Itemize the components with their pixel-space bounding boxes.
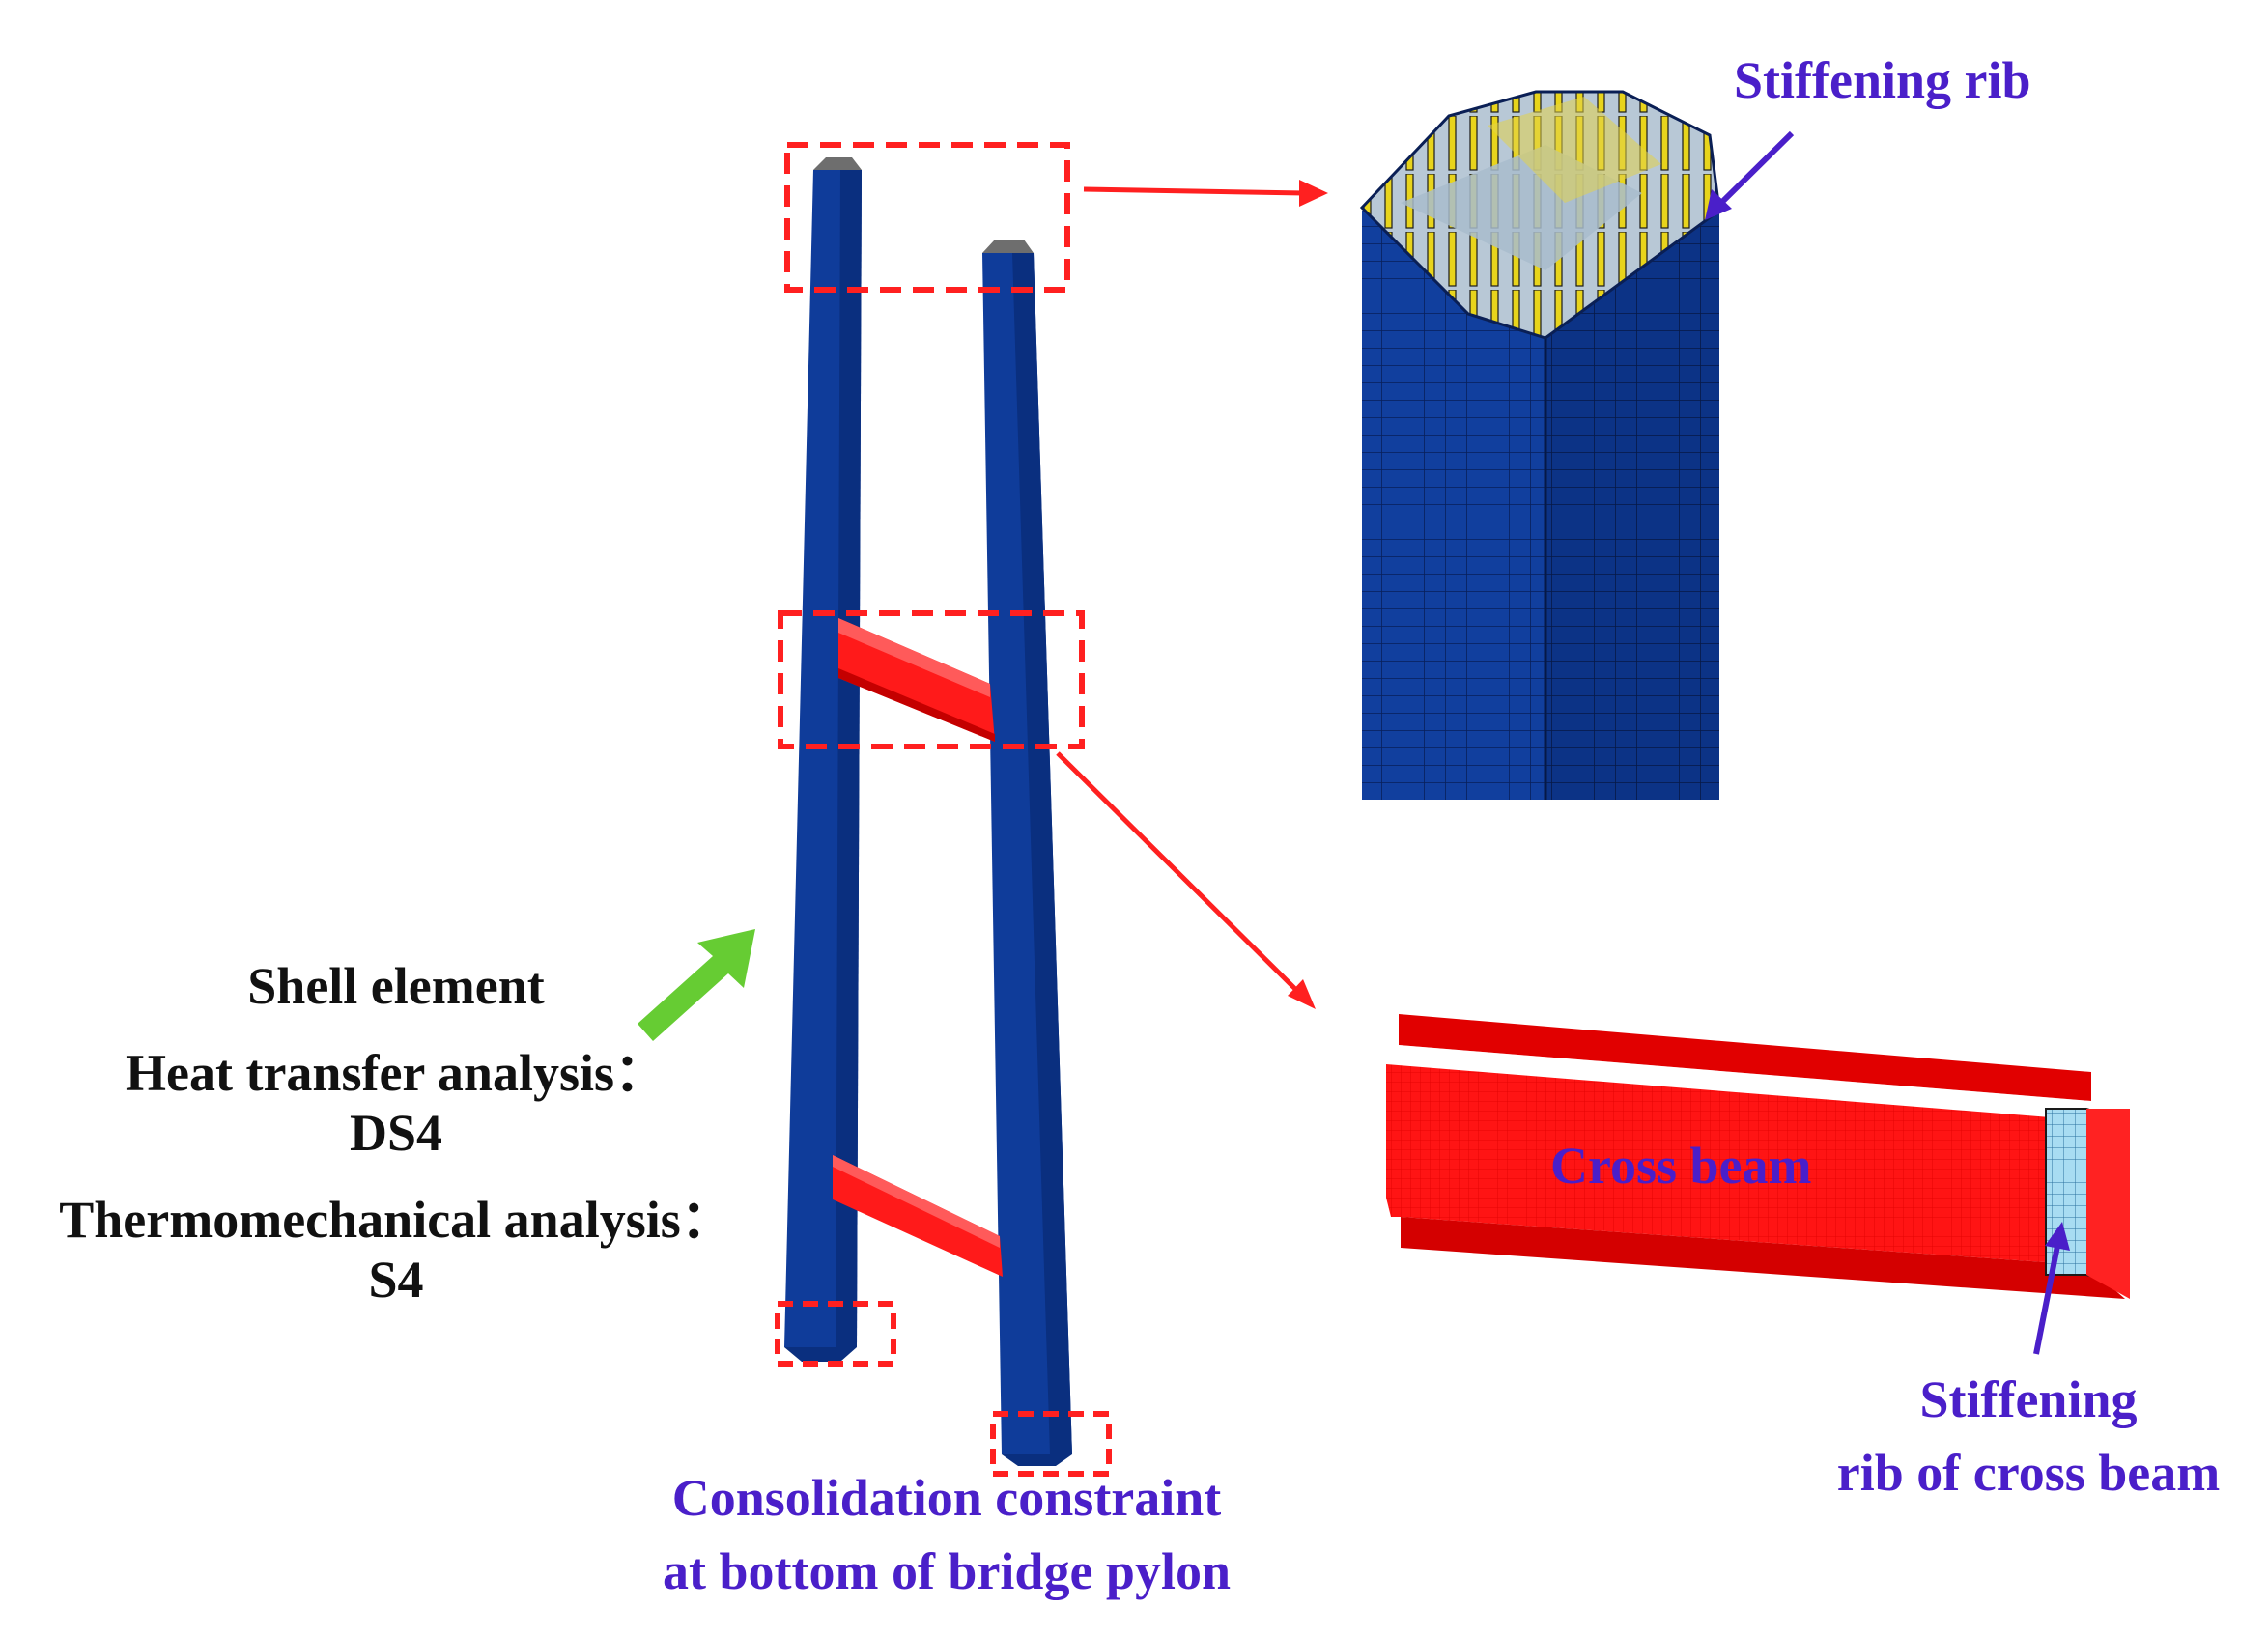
- stiffening-cross-beam-label-line1: Stiffening: [1919, 1370, 2138, 1428]
- callout-box-bottom-right: [990, 1411, 1112, 1477]
- stiffening-rib-label: Stiffening rib: [1734, 51, 2031, 109]
- right-pylon-column: [982, 240, 1072, 1466]
- callout-box-bottom-left: [775, 1301, 896, 1367]
- upper-cross-beam: [838, 618, 995, 742]
- cross-beam-label: Cross beam: [1550, 1137, 1812, 1195]
- cross-beam-detail: [1386, 1014, 2130, 1299]
- shell-element-green-arrow: [638, 929, 755, 1041]
- callout-box-beam: [778, 610, 1085, 749]
- arrow-to-beam-detail: [1056, 751, 1316, 1009]
- ds4-label: DS4: [349, 1104, 443, 1162]
- cross-beam-rib-arrow: [2033, 1222, 2070, 1355]
- consolidation-label-line2: at bottom of bridge pylon: [662, 1542, 1231, 1600]
- thermomechanical-label: Thermomechanical analysis：: [59, 1191, 733, 1249]
- callout-box-top: [784, 142, 1070, 293]
- stiffening-rib-arrow: [1705, 130, 1795, 220]
- left-pylon-column: [784, 157, 862, 1362]
- s4-label: S4: [368, 1251, 424, 1309]
- heat-transfer-label: Heat transfer analysis：: [126, 1044, 666, 1102]
- pylon-top-detail: [1359, 90, 1721, 800]
- arrow-to-top-detail: [1083, 180, 1328, 207]
- consolidation-label-line1: Consolidation constraint: [671, 1469, 1222, 1527]
- shell-element-label: Shell element: [247, 957, 545, 1015]
- stiffening-cross-beam-label-line2: rib of cross beam: [1836, 1444, 2221, 1502]
- lower-cross-beam: [833, 1155, 1003, 1277]
